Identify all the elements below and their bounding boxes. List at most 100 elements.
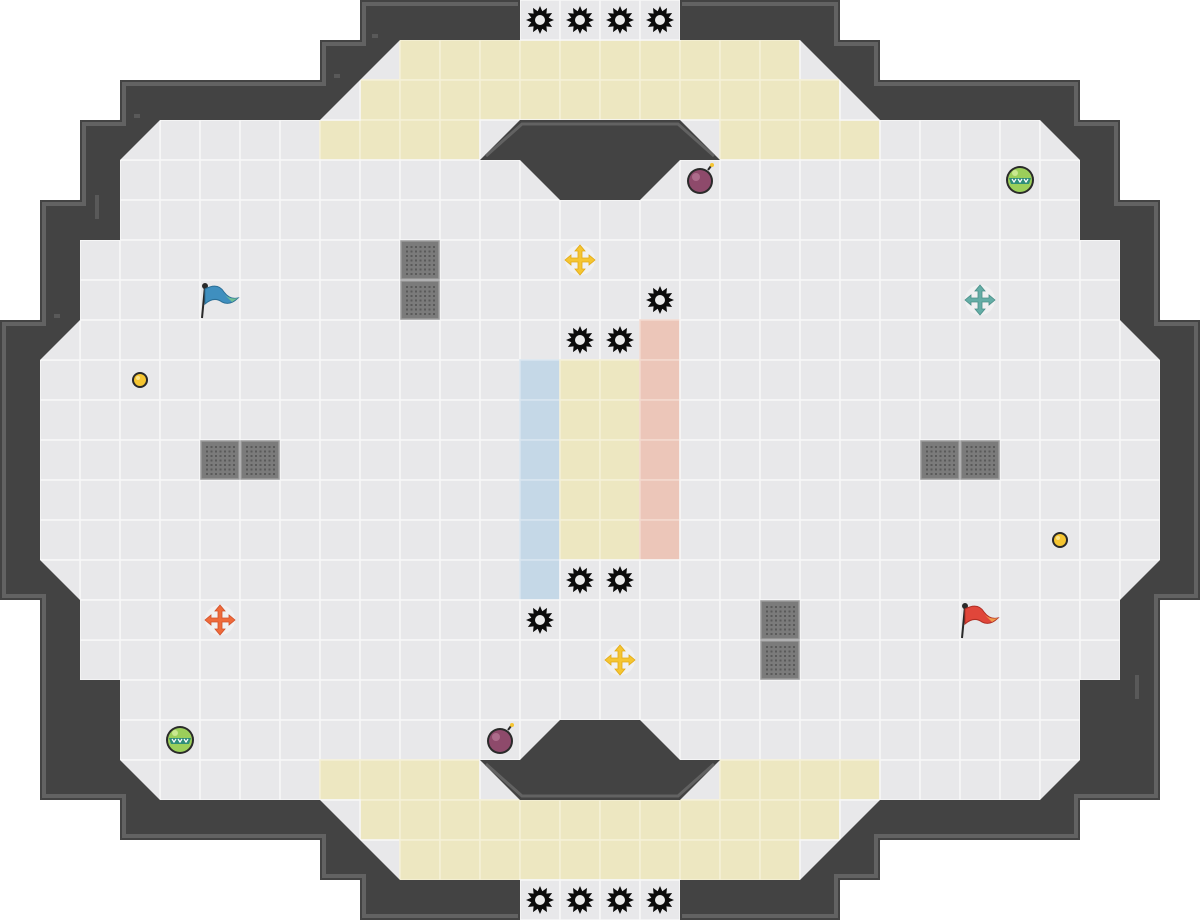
floor-tile [879,519,921,561]
floor-tile [599,799,641,841]
floor-tile [1119,399,1161,441]
floor-tile [839,639,881,681]
floor-tile [799,359,841,401]
floor-tile [519,799,561,841]
blue-flag-icon[interactable] [200,280,240,320]
floor-tile [999,559,1041,601]
floor-tile [519,39,561,81]
button-icon[interactable] [1040,520,1080,560]
floor-tile [959,239,1001,281]
wall-mark [1135,675,1139,699]
floor-tile [759,399,801,441]
floor-tile [719,839,761,881]
yellow-boost-icon[interactable] [600,640,640,680]
floor-tile [679,39,721,81]
floor-tile [679,79,721,121]
floor-tile [1119,479,1161,521]
floor-tile [799,239,841,281]
floor-tile [439,519,481,561]
floor-tile [599,399,641,441]
floor-tile [399,759,441,801]
floor-tile [439,359,481,401]
floor-tile [439,239,481,281]
floor-tile [39,479,81,521]
floor-tile [199,399,241,441]
floor-tile [479,599,521,641]
floor-tile [799,399,841,441]
floor-tile [199,239,241,281]
floor-tile [999,359,1041,401]
floor-tile [1039,719,1081,761]
powerup-icon[interactable] [1000,160,1040,200]
floor-tile [679,359,721,401]
floor-tile [359,679,401,721]
floor-tile [239,559,281,601]
floor-tile [799,719,841,761]
button-icon[interactable] [120,360,160,400]
grate-tile [920,440,960,480]
spike-hazard [566,326,594,354]
floor-tile [319,759,361,801]
floor-tile [279,719,321,761]
spike-hazard [526,6,554,34]
floor-tile [719,479,761,521]
floor-tile [479,319,521,361]
bomb-icon[interactable] [680,160,720,200]
spike-hazard [526,886,554,914]
floor-tile [959,319,1001,361]
spike-hazard [646,286,674,314]
floor-tile [159,559,201,601]
yellow-boost-icon[interactable] [560,240,600,280]
floor-tile [759,799,801,841]
bomb-icon[interactable] [480,720,520,760]
floor-tile [319,439,361,481]
floor-tile [479,359,521,401]
floor-tile [559,639,601,681]
spike-hazard [606,326,634,354]
floor-tile [519,439,561,481]
wall-edge-left [2,2,518,918]
orange-boost-icon[interactable] [200,600,240,640]
floor-tile [919,279,961,321]
spike-hazard [646,6,674,34]
powerup-icon[interactable] [160,720,200,760]
floor-tile [159,439,201,481]
floor-tile [639,639,681,681]
grate-tile [200,440,240,480]
top-obstacle-edge [485,122,715,158]
floor-tile [119,199,161,241]
floor-tile [639,519,681,561]
bottom-obstacle-edge [485,762,715,798]
floor-tile [1079,319,1121,361]
spike-hazard [606,566,634,594]
floor-tile [719,799,761,841]
floor-tile [719,719,761,761]
floor-tile [999,199,1041,241]
spike-hazard [566,886,594,914]
floor-tile [119,319,161,361]
floor-tile [879,159,921,201]
floor-tile [959,199,1001,241]
floor-tile [759,559,801,601]
floor-tile [399,599,441,641]
floor-tile [879,199,921,241]
floor-tile [679,479,721,521]
floor-tile [439,159,481,201]
floor-tile [519,399,561,441]
grate-tile [760,600,800,640]
floor-tile [1079,599,1121,641]
teal-boost-icon[interactable] [960,280,1000,320]
floor-tile [639,199,681,241]
floor-tile [359,519,401,561]
red-flag-icon[interactable] [960,600,1000,640]
floor-tile [279,359,321,401]
floor-tile [279,239,321,281]
floor-tile [1079,639,1121,681]
floor-tile [759,439,801,481]
floor-tile [919,399,961,441]
floor-tile [199,679,241,721]
spike-hazard [526,606,554,634]
grate-tile [240,440,280,480]
floor-tile [1039,599,1081,641]
